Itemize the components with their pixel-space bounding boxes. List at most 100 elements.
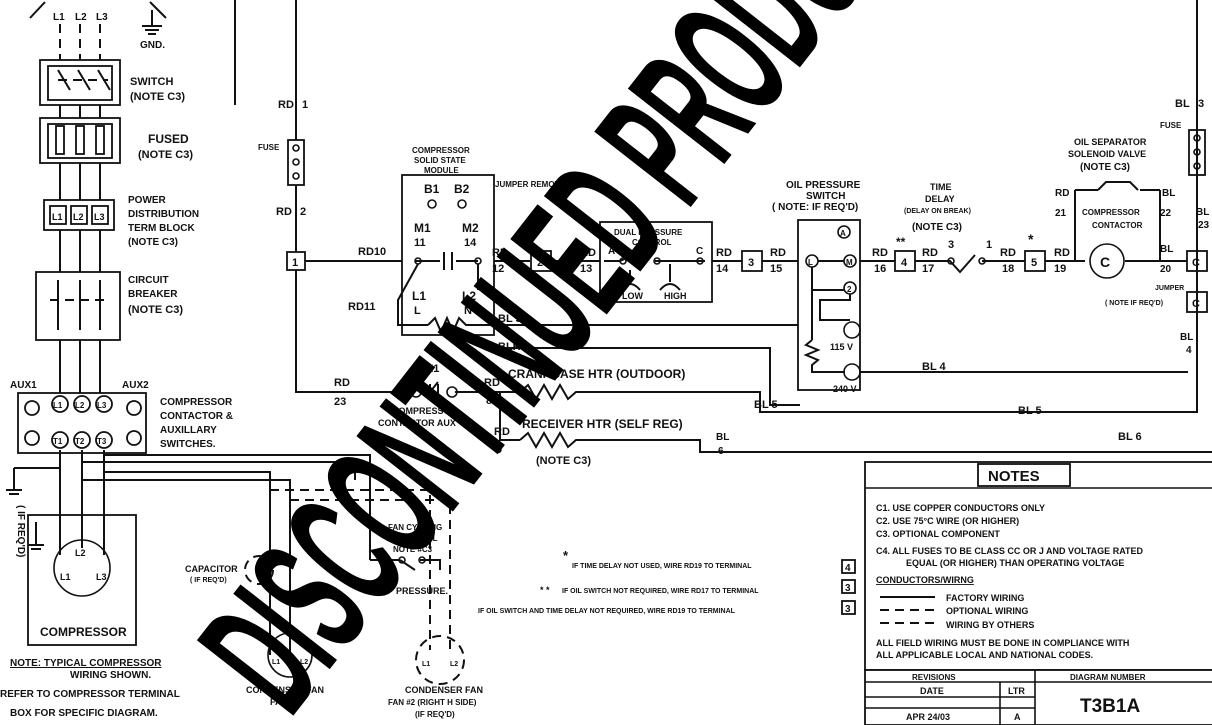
csm-1: COMPRESSOR — [412, 146, 470, 155]
terminal-5-num: 5 — [1031, 257, 1037, 269]
bl3-a: BL — [1175, 98, 1190, 110]
rev-letter: A — [1014, 712, 1021, 722]
note-c4a: C4. ALL FUSES TO BE CLASS CC OR J AND VO… — [876, 546, 1144, 556]
bl6-line-label: BL 6 — [1118, 431, 1142, 443]
cb-1: CIRCUIT — [128, 275, 169, 286]
motor-l2: L2 — [75, 548, 86, 558]
rd9-b: 9 — [496, 444, 502, 456]
fn3-terminal: 3 — [845, 604, 851, 615]
td-1: TIME — [930, 182, 952, 192]
rd12-a: RD — [492, 247, 508, 259]
terminal-3 — [741, 250, 763, 272]
date-header: DATE — [920, 686, 944, 696]
rd21-a: RD — [1055, 188, 1069, 199]
bl6-a: BL — [716, 432, 729, 443]
fn1-terminal: 4 — [845, 563, 851, 574]
fn1: IF TIME DELAY NOT USED, WIRE RD19 TO TER… — [572, 563, 752, 570]
high-label: HIGH — [664, 291, 687, 301]
fan-cycling-2: CONTROL — [398, 534, 438, 543]
m2-num: 14 — [464, 237, 477, 249]
td-3: (DELAY ON BREAK) — [904, 208, 971, 215]
supply-l1: L1 — [53, 12, 65, 23]
b2-label: B2 — [454, 182, 470, 196]
cc-4: SWITCHES. — [160, 439, 216, 450]
fn-star: * — [563, 548, 569, 563]
ops-2: 2 — [847, 285, 852, 294]
note-typical-1: NOTE: TYPICAL COMPRESSOR — [10, 658, 162, 669]
cond-fan1-1: CONDENSER FAN — [246, 685, 324, 695]
note-c4b: EQUAL (OR HIGHER) THAN OPERATING VOLTAGE — [906, 558, 1124, 568]
motor-l3: L3 — [96, 572, 107, 582]
capacitor-symbol — [244, 555, 274, 585]
note-if-reqd: ( NOTE IF REQ'D) — [1105, 300, 1163, 307]
aux1-label: AUX1 — [10, 380, 37, 391]
ops-m: M — [846, 258, 853, 267]
osv-1: OIL SEPARATOR — [1074, 137, 1147, 147]
bl20-b: 20 — [1160, 264, 1172, 275]
pdb-3: TERM BLOCK — [128, 223, 195, 234]
terminal-2-num: 2 — [537, 257, 543, 269]
bl5-label: BL 5 — [498, 313, 522, 325]
rd16-a: RD — [872, 247, 888, 259]
switch-note: (NOTE C3) — [130, 91, 185, 103]
csm-2: SOLID STATE — [414, 156, 466, 165]
rd14-a: RD — [716, 247, 732, 259]
crankcase-label: CRANKCASE HTR (OUTDOOR) — [508, 367, 685, 381]
refer-1: REFER TO COMPRESSOR TERMINAL — [0, 689, 180, 700]
aux2-label: AUX2 — [122, 380, 149, 391]
bl5-c-label: BL 5 — [1018, 405, 1042, 417]
cc-t3: T3 — [97, 437, 107, 446]
cc-l2: L2 — [75, 401, 85, 410]
fan2-l2: L2 — [450, 661, 458, 668]
cc-1: COMPRESSOR — [160, 397, 233, 408]
dstar: ** — [896, 235, 906, 249]
fan-section: CAPACITOR ( IF REQ'D) L1 L2 CONDENSER FA… — [185, 523, 483, 719]
rd10-label: RD10 — [358, 246, 386, 258]
rd12-b: 12 — [492, 263, 504, 275]
l2-label: L2 — [462, 289, 476, 303]
l-letter: L — [414, 305, 421, 317]
fuse-left — [287, 139, 305, 186]
td-4: (NOTE C3) — [912, 222, 962, 233]
rd15-b: 15 — [770, 263, 782, 275]
fuse-label: FUSE — [258, 143, 280, 152]
bl4-a: BL — [1180, 332, 1193, 343]
pdb-2: DISTRIBUTION — [128, 209, 199, 220]
rd17-a: RD — [922, 247, 938, 259]
fan-cycling-1: FAN CYCLING — [388, 523, 442, 532]
capacitor-2: ( IF REQ'D) — [190, 577, 227, 584]
rd21-b: 21 — [1055, 208, 1067, 219]
cc-3: AUXILLARY — [160, 425, 217, 436]
osv-3: (NOTE C3) — [1080, 162, 1130, 173]
cc-2: CONTACTOR & — [160, 411, 233, 422]
bl23-a: BL — [1196, 207, 1209, 218]
cond-fan2-1: CONDENSER FAN — [405, 685, 483, 695]
m1-num: 11 — [414, 237, 426, 249]
bl3-b: 3 — [1198, 98, 1204, 110]
dpc-c: C — [696, 246, 703, 257]
bl4-line-label: BL 4 — [922, 361, 947, 373]
ops-1: OIL PRESSURE — [786, 180, 861, 191]
bl4-b: 4 — [1186, 345, 1192, 356]
cond-fan1-2: FAN #1 — [270, 697, 301, 707]
gnd-label: GND. — [140, 40, 165, 51]
rd15-a: RD — [770, 247, 786, 259]
optional-wiring: OPTIONAL WIRING — [946, 606, 1028, 616]
dpc-1: DUAL PRESSURE — [614, 228, 683, 237]
csm-3: MODULE — [424, 166, 459, 175]
note-typical-2: WIRING SHOWN. — [70, 670, 151, 681]
if-reqd-vertical: ( IF REQ'D) — [15, 505, 26, 557]
cond-fan2-2: FAN #2 (RIGHT H SIDE) — [388, 698, 477, 707]
fn-dstar: * * — [540, 585, 550, 595]
terminal-2 — [530, 250, 552, 272]
low-label: LOW — [622, 291, 643, 301]
rd1-num: 1 — [302, 99, 308, 111]
ops-2: SWITCH — [806, 191, 845, 202]
note-c1: C1. USE COPPER CONDUCTORS ONLY — [876, 503, 1045, 513]
td-1n: 1 — [986, 239, 992, 251]
supply-l3: L3 — [96, 12, 108, 23]
pdb-t3: L3 — [94, 212, 105, 222]
conductors-title: CONDUCTORS/WIRNG — [876, 575, 974, 585]
solid-state-module — [401, 174, 495, 336]
